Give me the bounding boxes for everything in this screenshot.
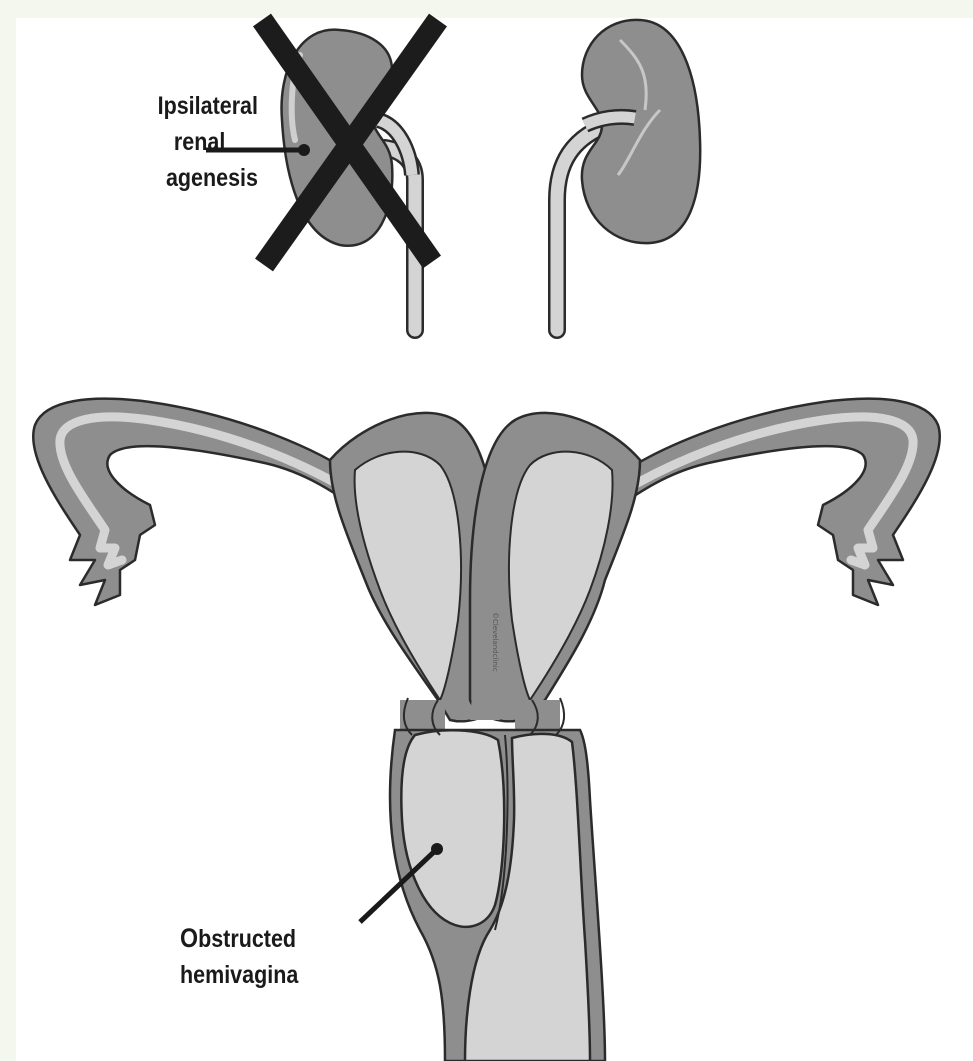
obstructed-hemivagina-label: Obstructed hemivagina (180, 920, 369, 993)
uterus-didelphys: ©Clevelandclinic (33, 395, 940, 1061)
ipsilateral-renal-agenesis-label: Ipsilateral renal agenesis (60, 88, 258, 196)
label-initial: O (180, 923, 198, 953)
label-line-2: hemivagina (180, 957, 369, 993)
label-line-1: Obstructed (180, 920, 369, 957)
label-line-2: renal (60, 124, 258, 160)
label-line-3: agenesis (60, 160, 258, 196)
copyright-watermark: ©Clevelandclinic (491, 612, 499, 672)
label-line-1: Ipsilateral (60, 88, 258, 124)
right-kidney (557, 20, 700, 330)
label-rest: bstructed (198, 925, 296, 953)
